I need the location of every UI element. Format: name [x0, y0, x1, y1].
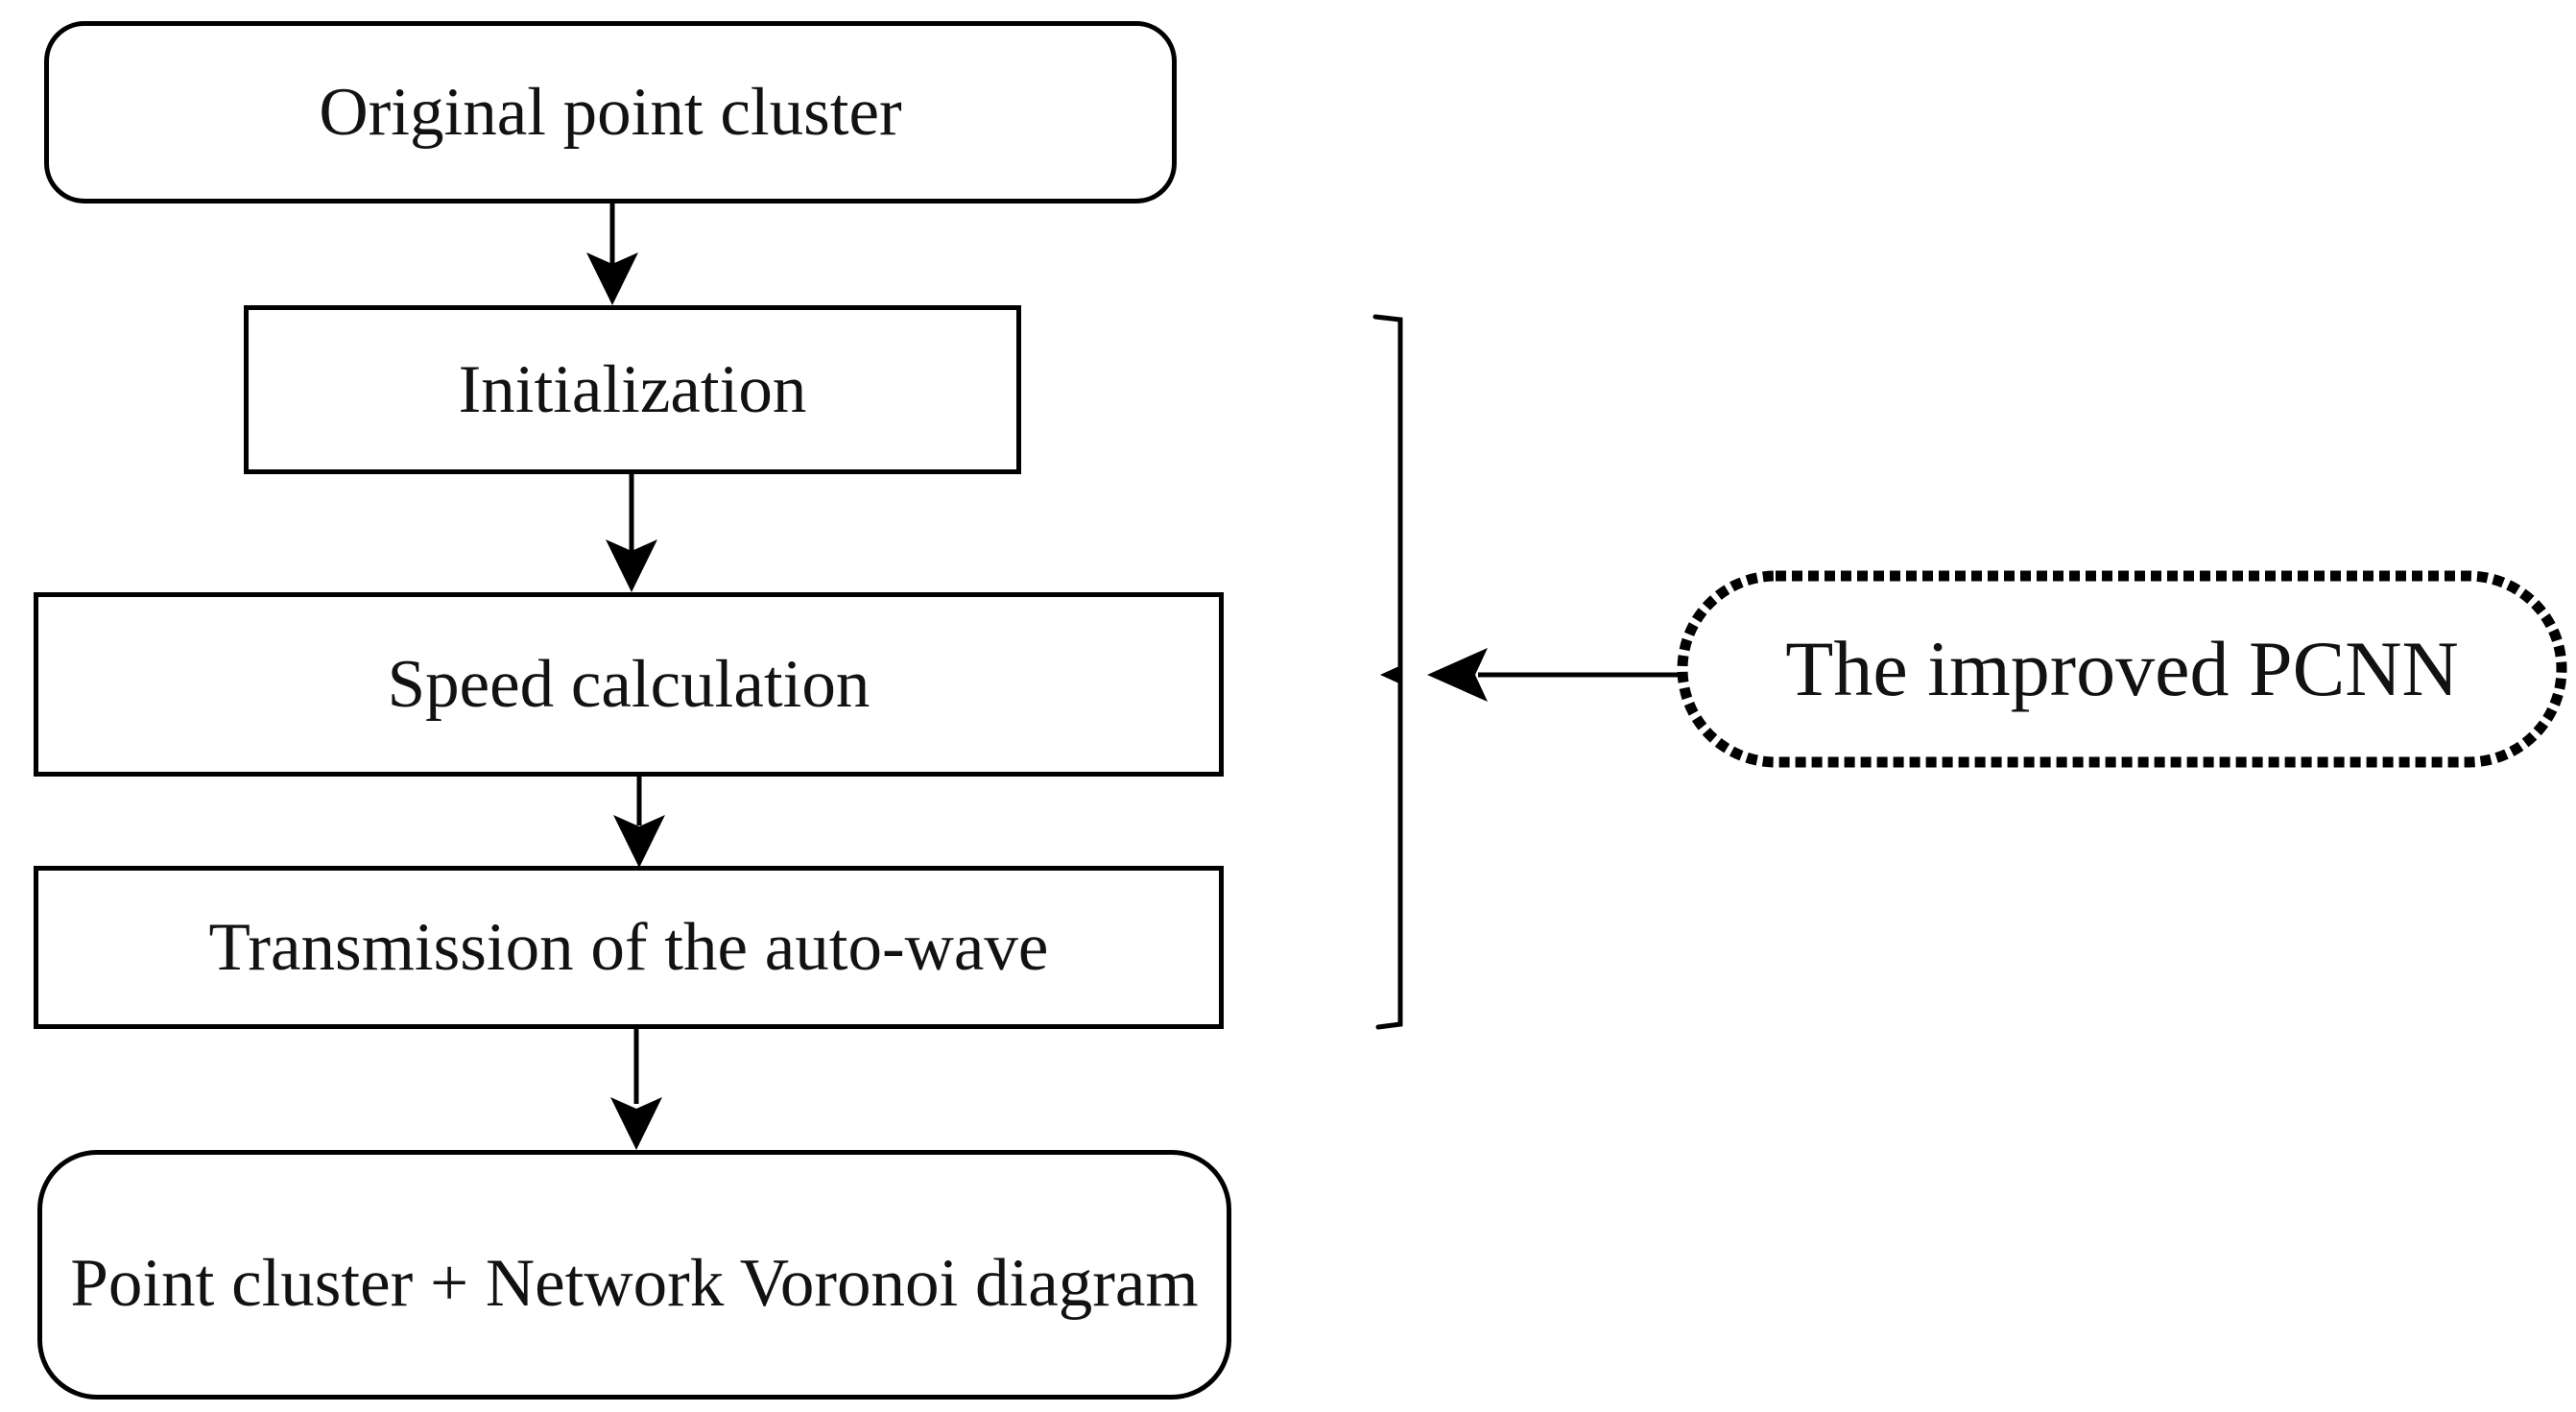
- node-initialization: Initialization: [244, 305, 1021, 474]
- annotation-the-improved-pcnn: The improved PCNN: [1682, 576, 2562, 762]
- node-original-point-cluster: Original point cluster: [44, 21, 1177, 203]
- annotation-label: The improved PCNN: [1785, 625, 2459, 712]
- grouping-bracket: [1372, 314, 1403, 1030]
- left-arrow-pcnn: [1427, 648, 1684, 702]
- node-point-cluster-network-voronoi: Point cluster + Network Voronoi diagram: [37, 1150, 1231, 1400]
- node-label: Original point cluster: [319, 75, 902, 150]
- node-label: Point cluster + Network Voronoi diagram: [70, 1246, 1199, 1321]
- node-label: Transmission of the auto-wave: [208, 910, 1049, 985]
- node-transmission-of-the-auto-wave: Transmission of the auto-wave: [34, 866, 1224, 1029]
- down-arrow-2: [606, 472, 657, 592]
- node-label: Initialization: [458, 352, 807, 427]
- down-arrow-1: [586, 202, 638, 305]
- node-speed-calculation: Speed calculation: [34, 592, 1224, 777]
- node-label: Speed calculation: [387, 647, 871, 722]
- down-arrow-3: [613, 775, 665, 868]
- down-arrow-4: [610, 1027, 662, 1150]
